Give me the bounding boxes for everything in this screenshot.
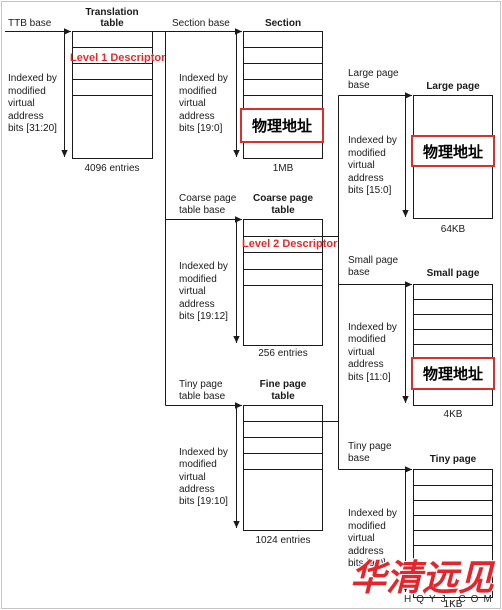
index-description: address xyxy=(179,299,215,310)
fine-table-base-label: table base xyxy=(179,391,226,402)
index-description: modified xyxy=(179,274,217,285)
index-description: address xyxy=(348,359,384,370)
section-size: 1MB xyxy=(273,163,294,174)
translation-table-entries: 4096 entries xyxy=(84,163,139,174)
index-description: virtual xyxy=(179,286,206,297)
fine-page-table-group: Tiny page table base Fine page table Ind… xyxy=(165,379,339,546)
index-description: modified xyxy=(348,521,386,532)
tiny-page-box xyxy=(413,469,493,598)
fine-table-base-label: Tiny page xyxy=(179,379,223,390)
index-description: address xyxy=(348,546,384,557)
watermark-url: HQYJ.COM xyxy=(404,594,497,605)
index-description: bits [31:20] xyxy=(8,123,57,134)
index-description: virtual xyxy=(348,347,375,358)
index-description: address xyxy=(179,111,215,122)
index-description: Indexed by xyxy=(348,135,397,146)
large-page-size: 64KB xyxy=(441,224,466,235)
small-page-base-label: base xyxy=(348,267,370,278)
index-description: bits [19:0] xyxy=(179,123,223,134)
translation-table-title: Translation xyxy=(85,7,138,18)
large-page-group: Large page base Large page 物理地址 Indexed … xyxy=(338,68,495,235)
physical-address-highlight xyxy=(411,135,495,167)
index-description: bits [9:0] xyxy=(348,558,386,569)
index-description: Indexed by xyxy=(8,73,57,84)
fine-table-title: table xyxy=(271,391,295,402)
level-2-descriptor-label: Level 2 Descriptor xyxy=(242,238,338,250)
coarse-table-entries: 256 entries xyxy=(258,348,307,359)
index-description: modified xyxy=(179,86,217,97)
index-description: Indexed by xyxy=(179,261,228,272)
small-page-base-label: Small page xyxy=(348,255,398,266)
watermark-brand: 华清远见 xyxy=(350,557,496,598)
index-description: modified xyxy=(179,459,217,470)
fine-table-entries: 1024 entries xyxy=(255,535,310,546)
small-page-group: Small page base Small page 物理地址 Indexed … xyxy=(338,255,495,420)
index-description: virtual xyxy=(179,472,206,483)
coarse-page-table-group: Coarse page table base Coarse page table… xyxy=(165,193,339,359)
index-description: bits [11:0] xyxy=(348,372,391,383)
physical-address-label: 物理地址 xyxy=(423,365,483,383)
tiny-page-group: Tiny page base Tiny page Indexed by modi… xyxy=(338,441,493,610)
index-description: Indexed by xyxy=(179,447,228,458)
index-description: address xyxy=(8,111,44,122)
index-description: virtual xyxy=(348,533,375,544)
index-description: Indexed by xyxy=(348,508,397,519)
index-description: virtual xyxy=(179,98,206,109)
section-group: Section base Section 物理地址 Indexed by mod… xyxy=(152,18,324,174)
physical-address-label: 物理地址 xyxy=(423,143,483,161)
index-description: modified xyxy=(8,86,46,97)
large-page-base-label: Large page xyxy=(348,68,399,79)
index-description: modified xyxy=(348,148,386,159)
index-description: bits [19:12] xyxy=(179,311,228,322)
tiny-page-size: 1KB xyxy=(444,599,463,610)
ttb-base-label: TTB base xyxy=(8,18,52,29)
coarse-table-title: Coarse page xyxy=(253,193,313,204)
index-description: bits [15:0] xyxy=(348,185,392,196)
tiny-page-base-label: base xyxy=(348,453,370,464)
coarse-table-title: table xyxy=(271,205,295,216)
index-description: address xyxy=(179,484,215,495)
large-page-title: Large page xyxy=(426,81,480,92)
index-description: bits [19:10] xyxy=(179,496,228,507)
translation-table-group: TTB base Translation table Level 1 Descr… xyxy=(5,7,166,174)
tiny-page-title: Tiny page xyxy=(430,454,477,465)
coarse-table-base-label: Coarse page xyxy=(179,193,237,204)
coarse-page-table-box xyxy=(243,219,323,346)
index-description: modified xyxy=(348,334,386,345)
index-description: address xyxy=(348,173,384,184)
index-description: Indexed by xyxy=(179,73,228,84)
physical-address-label: 物理地址 xyxy=(252,117,312,135)
tiny-page-base-label: Tiny page xyxy=(348,441,392,452)
fine-page-table-box xyxy=(243,405,323,531)
large-page-base-label: base xyxy=(348,80,370,91)
coarse-table-base-label: table base xyxy=(179,205,226,216)
small-page-title: Small page xyxy=(427,268,480,279)
physical-address-highlight xyxy=(240,108,324,143)
fine-table-title: Fine page xyxy=(260,379,307,390)
index-description: virtual xyxy=(348,160,375,171)
index-description: virtual xyxy=(8,98,35,109)
physical-address-highlight xyxy=(411,357,495,390)
translation-table-title: table xyxy=(100,18,124,29)
index-description: Indexed by xyxy=(348,322,397,333)
watermark-logo: 华清远见 HQYJ.COM xyxy=(349,556,497,605)
section-base-label: Section base xyxy=(172,18,230,29)
section-title: Section xyxy=(265,18,301,29)
small-page-size: 4KB xyxy=(444,409,463,420)
level-1-descriptor-label: Level 1 Descriptor xyxy=(70,52,166,64)
